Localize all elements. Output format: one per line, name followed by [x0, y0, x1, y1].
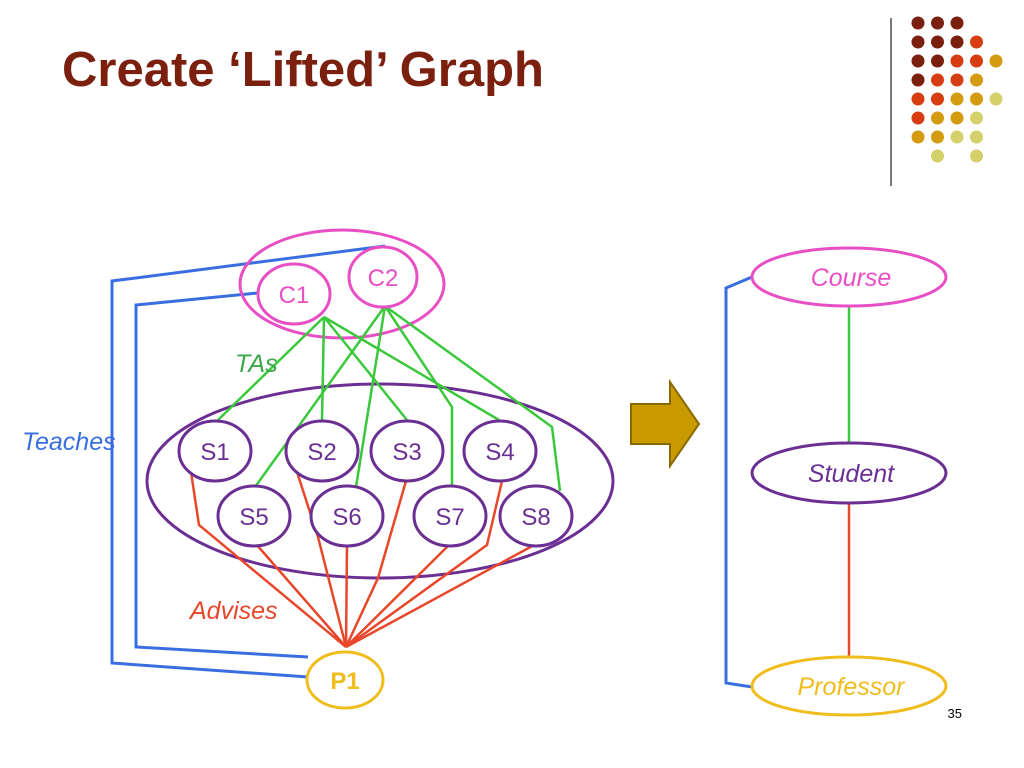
student-node-label: S3 — [392, 439, 421, 466]
teaches-label: Teaches — [22, 428, 116, 456]
ta-edge-c2-s6 — [354, 305, 387, 488]
student-node-s7: S7 — [412, 484, 488, 548]
decorative-dot — [911, 16, 925, 30]
ta-edge-c2-s7 — [383, 305, 454, 487]
decorative-dot — [950, 16, 964, 30]
decorative-dot — [989, 54, 1003, 68]
advises-edge-s2-p1 — [295, 471, 348, 648]
decorative-dot — [911, 130, 925, 144]
decorative-dot — [970, 149, 983, 163]
course-node-c2: C2 — [347, 245, 419, 309]
student-node-label: S1 — [200, 439, 229, 466]
decorative-dot — [911, 73, 925, 87]
decorative-dot — [970, 130, 983, 144]
decorative-dot — [931, 130, 944, 144]
student-node-s3: S3 — [369, 419, 445, 483]
student-node-s5: S5 — [216, 484, 292, 548]
decorative-dot — [931, 35, 944, 49]
decorative-dot — [911, 35, 925, 49]
student-node-s2: S2 — [284, 419, 360, 483]
advises-label: Advises — [188, 597, 278, 625]
advises-edge-s3-p1 — [344, 480, 408, 648]
decorative-dot — [931, 149, 944, 163]
student-node-label: S5 — [239, 504, 268, 531]
ta-edges — [217, 304, 562, 492]
transformation-arrow — [630, 378, 701, 470]
student-node-s8: S8 — [498, 484, 574, 548]
decorative-dot — [970, 73, 983, 87]
advises-edge-s7-p1 — [345, 543, 451, 648]
student-node-label: S4 — [485, 439, 514, 466]
decorative-dot — [931, 92, 944, 106]
decorative-dot — [931, 111, 944, 125]
lifted-node-student: Student — [750, 441, 948, 505]
student-node-s6: S6 — [309, 484, 385, 548]
ta-edge-c1-s4 — [323, 315, 500, 422]
professor-node-label: P1 — [330, 668, 359, 695]
lifted-node-professor: Professor — [750, 655, 948, 717]
student-node-label: S7 — [435, 504, 464, 531]
page-number: 35 — [947, 706, 962, 721]
lifted-node-course-label: Course — [811, 264, 892, 292]
decorative-dot — [931, 73, 944, 87]
decorative-dot — [931, 16, 944, 30]
ta-edge-c1-s3 — [323, 316, 408, 421]
lifted-node-student-label: Student — [808, 460, 895, 488]
ta-edge-c1-s2 — [320, 316, 326, 421]
advises-edge-s6-p1 — [344, 543, 349, 648]
ta-edge-c2-s5 — [253, 305, 387, 488]
student-node-s1: S1 — [177, 419, 253, 483]
student-node-label: S2 — [307, 439, 336, 466]
decorative-dot — [931, 54, 944, 68]
ta-edge-c2-s8 — [384, 304, 562, 492]
advises-edge-s4-p1 — [345, 480, 504, 649]
student-node-label: S8 — [521, 504, 550, 531]
decorative-dot — [911, 111, 925, 125]
ta-edge-c1-s1 — [217, 316, 325, 421]
decorative-dot — [950, 54, 964, 68]
advises-edge-s8-p1 — [345, 542, 537, 649]
course-node-label: C1 — [279, 282, 310, 309]
decorative-dot — [950, 130, 964, 144]
course-node-c1: C1 — [256, 262, 332, 326]
decorative-dot — [911, 92, 925, 106]
teaches-edge-c1-p1 — [134, 291, 309, 659]
decorative-dot — [950, 73, 964, 87]
decorative-dot — [911, 54, 925, 68]
lifted-teaches-edge — [724, 275, 753, 689]
student-group-ellipse — [145, 382, 615, 580]
lifted-node-professor-label: Professor — [798, 673, 907, 701]
decorative-dot — [970, 35, 983, 49]
tas-label: TAs — [235, 350, 278, 378]
decorative-dot — [970, 111, 983, 125]
decorative-dot — [950, 111, 964, 125]
advises-edges — [189, 471, 537, 649]
advises-edge-s1-p1 — [189, 471, 347, 648]
student-node-label: S6 — [332, 504, 361, 531]
decorative-dot — [950, 35, 964, 49]
decorative-dot-grid — [911, 16, 1003, 163]
slide-title: Create ‘Lifted’ Graph — [62, 43, 544, 97]
decorative-dot — [970, 92, 983, 106]
course-node-label: C2 — [368, 265, 399, 292]
professor-node-p1: P1 — [305, 650, 385, 710]
decorative-dot — [970, 54, 983, 68]
student-node-s4: S4 — [462, 419, 538, 483]
lifted-node-course: Course — [750, 246, 948, 308]
advises-edge-s5-p1 — [255, 543, 347, 648]
decorative-dot — [950, 92, 964, 106]
decorative-dot — [989, 92, 1003, 106]
